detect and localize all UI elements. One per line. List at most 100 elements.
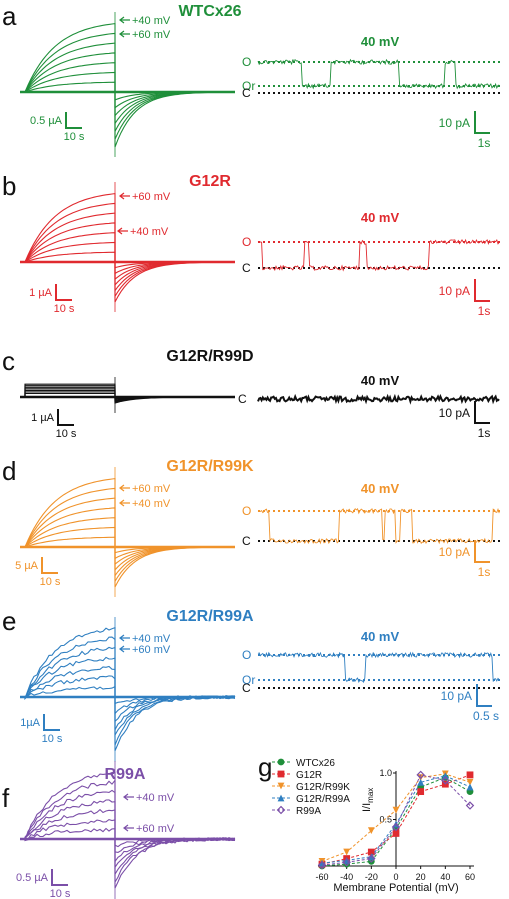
scale-bar <box>65 112 82 129</box>
arrow-label: +40 mV <box>132 498 171 510</box>
time-scale-label: 10 s <box>42 733 63 745</box>
channel-current-scale: 10 pA <box>441 689 472 703</box>
current-traces <box>20 182 235 312</box>
channel-trace <box>257 507 500 545</box>
panel-letter-c: c <box>2 346 15 376</box>
data-point <box>367 827 375 835</box>
x-tick-label: -60 <box>315 872 328 882</box>
arrow-icon <box>119 499 130 507</box>
panel-title: R99A <box>105 766 146 783</box>
scale-bar <box>51 869 68 886</box>
data-point <box>441 776 450 785</box>
channel-scale-bar <box>474 401 490 424</box>
time-scale-label: 10 s <box>40 576 61 588</box>
channel-time-scale: 1s <box>478 136 491 150</box>
legend-label: G12R/R99A <box>296 794 350 805</box>
current-trace <box>24 477 235 588</box>
current-traces <box>20 761 236 899</box>
arrow-icon <box>119 192 130 200</box>
data-point <box>391 822 401 832</box>
data-point <box>317 860 327 870</box>
time-scale-label: 10 s <box>54 303 75 315</box>
level-label: C <box>242 534 251 548</box>
scale-bar <box>57 409 74 426</box>
channel-current-scale: 10 pA <box>439 284 470 298</box>
level-label: O <box>242 55 251 69</box>
data-point <box>342 858 351 867</box>
data-point <box>392 806 400 814</box>
arrow-icon <box>123 824 134 832</box>
arrow-label: +60 mV <box>132 644 171 656</box>
panel-letter-e: e <box>2 606 16 636</box>
channel-voltage: 40 mV <box>361 629 400 644</box>
current-trace <box>24 232 235 281</box>
current-traces <box>20 467 235 597</box>
current-traces <box>20 12 236 157</box>
current-traces <box>20 377 235 413</box>
data-point <box>441 772 449 780</box>
x-tick-label: -40 <box>340 872 353 882</box>
channel-scale-bar <box>474 279 490 302</box>
panel-title: G12R/R99K <box>166 458 254 475</box>
x-tick-label: 20 <box>416 872 426 882</box>
channel-time-scale: 1s <box>478 565 491 579</box>
current-scale-label: 1 µA <box>29 287 53 299</box>
arrow-icon <box>117 227 128 235</box>
current-trace <box>24 675 236 715</box>
legend-label: G12R/R99K <box>296 782 350 793</box>
arrow-icon <box>119 16 130 24</box>
arrow-icon <box>119 634 130 642</box>
arrow-icon <box>119 645 130 653</box>
channel-voltage: 40 mV <box>361 373 400 388</box>
panel-letter-a: a <box>2 1 17 31</box>
panel-letter-f: f <box>2 783 10 813</box>
arrow-label: +60 mV <box>132 29 171 41</box>
legend-marker <box>277 794 285 802</box>
arrow-icon <box>119 30 130 38</box>
arrow-label: +60 mV <box>136 823 175 835</box>
arrow-label: +60 mV <box>132 483 171 495</box>
panel-title: G12R/R99D <box>166 348 253 365</box>
channel-current-scale: 10 pA <box>439 545 470 559</box>
level-label: Or <box>242 79 255 93</box>
data-point <box>367 853 375 861</box>
data-point <box>466 771 474 779</box>
channel-trace <box>257 58 500 90</box>
legend-marker <box>276 805 286 815</box>
time-scale-label: 10 s <box>56 428 77 440</box>
level-label: C <box>242 86 251 100</box>
channel-trace <box>257 393 500 405</box>
channel-time-scale: 0.5 s <box>473 709 499 723</box>
current-trace <box>24 808 236 864</box>
x-axis-label: Membrane Potential (mV) <box>333 882 458 894</box>
panel-title: G12R/R99A <box>166 608 254 625</box>
current-trace <box>24 626 235 752</box>
current-trace <box>24 526 235 560</box>
level-label: C <box>242 681 251 695</box>
scale-bar <box>43 714 60 731</box>
y-tick-label: 1.0 <box>379 768 392 778</box>
level-label: C <box>242 261 251 275</box>
channel-voltage: 40 mV <box>361 210 400 225</box>
current-trace <box>24 487 235 584</box>
legend-marker <box>277 782 285 790</box>
current-trace <box>24 202 235 299</box>
channel-time-scale: 1s <box>478 426 491 440</box>
current-scale-label: 0.5 µA <box>30 115 63 127</box>
panel-title: WTCx26 <box>178 3 241 20</box>
channel-scale-bar <box>474 540 490 563</box>
arrow-icon <box>123 793 134 801</box>
current-trace <box>24 241 235 275</box>
current-trace <box>24 251 235 269</box>
channel-trace <box>257 238 500 272</box>
